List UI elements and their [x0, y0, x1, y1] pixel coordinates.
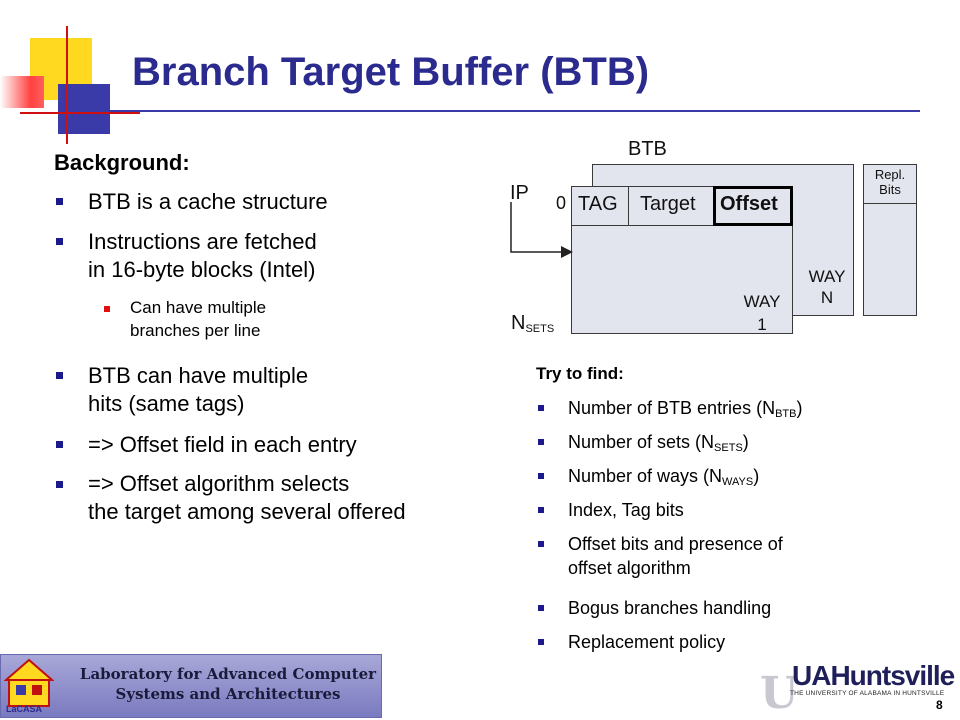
try-item-6: Bogus branches handling [568, 598, 772, 618]
try-item-4: Index, Tag bits [568, 500, 684, 520]
try-item-5: Offset bits and presence of offset algor… [568, 534, 783, 578]
offset-field: Offset [720, 193, 778, 215]
bullet-icon [56, 198, 63, 205]
lab-banner [0, 654, 382, 718]
repl-bits-header [863, 164, 917, 204]
row-index: 0 [556, 193, 567, 213]
nsets-label: NSETS [511, 312, 555, 335]
bullet-1: BTB is a cache structure [88, 189, 328, 214]
btb-label: BTB [628, 138, 667, 160]
title-underline [108, 110, 920, 112]
sub-bullet-1: Can have multiple branches per line [130, 298, 267, 340]
bullet-icon [538, 605, 544, 611]
decor-horizontal-line [20, 112, 140, 114]
bullet-icon [538, 507, 544, 513]
bullet-icon [538, 541, 544, 547]
bullet-icon [56, 372, 63, 379]
lacasa-logo-icon [4, 658, 54, 707]
svg-text:U: U [760, 668, 794, 712]
offset-field-box [713, 186, 793, 226]
bullet-4: => Offset field in each entry [88, 432, 357, 457]
try-item-3: Number of ways (NWAYS) [568, 466, 760, 488]
repl-bits-label: Repl. Bits [874, 167, 906, 197]
bullet-icon [56, 481, 63, 488]
decor-red-square [0, 76, 44, 108]
bullet-icon [56, 238, 63, 245]
slide-title: Branch Target Buffer (BTB) [132, 50, 650, 94]
way-n-label: WAY N [808, 267, 846, 307]
bullet-icon [538, 439, 544, 445]
lab-name: Laboratory for Advanced Computer Systems… [79, 665, 377, 703]
bullet-3: BTB can have multiple hits (same tags) [88, 363, 309, 416]
way-1-box [571, 186, 793, 334]
uah-subtitle: THE UNIVERSITY OF ALABAMA IN HUNTSVILLE [790, 690, 945, 697]
try-heading: Try to find: [536, 364, 624, 383]
bullet-2: Instructions are fetched in 16-byte bloc… [88, 229, 317, 282]
try-item-7: Replacement policy [568, 632, 726, 652]
lacasa-logo-text: LaCASA [6, 704, 43, 714]
ip-arrow-icon [510, 202, 573, 258]
tag-field: TAG [578, 193, 618, 215]
bullet-icon [56, 441, 63, 448]
target-field: Target [640, 193, 696, 215]
repl-bits-box [863, 164, 917, 316]
bullet-icon [538, 639, 544, 645]
try-item-1: Number of BTB entries (NBTB) [568, 398, 803, 420]
bullet-5: => Offset algorithm selects the target a… [88, 471, 406, 524]
bullet-icon [538, 405, 544, 411]
bullet-icon [538, 473, 544, 479]
sub-bullet-icon [104, 306, 110, 312]
way-1-label: WAY 1 [743, 292, 781, 334]
decor-vertical-line [66, 26, 68, 144]
uah-brand: UAHuntsville [792, 660, 955, 691]
page-number: 8 [936, 698, 943, 712]
uah-monogram-icon: U [760, 668, 794, 712]
background-heading: Background: [54, 150, 190, 175]
ip-label: IP [510, 182, 529, 204]
try-item-2: Number of sets (NSETS) [568, 432, 749, 454]
